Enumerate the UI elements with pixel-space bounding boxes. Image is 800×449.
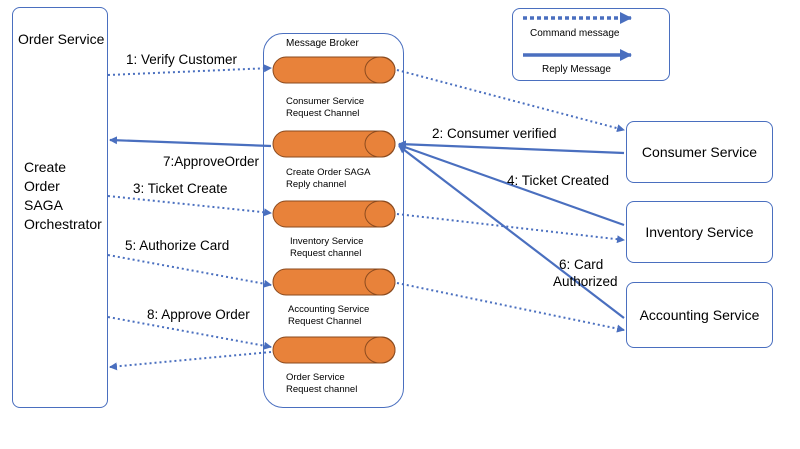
channel-inventory-request: [272, 200, 396, 228]
arrow-order-to-orchestrator: [109, 351, 272, 371]
orchestrator-line: Order: [24, 178, 60, 194]
arrow-ticket-create: [107, 195, 272, 217]
arrow-accounting-request: [396, 282, 625, 333]
arrow-ticket-created: [398, 143, 625, 227]
accounting-service-box: Accounting Service: [626, 282, 773, 348]
arrow-approve-order-reply: [109, 136, 272, 148]
order-service-box: [12, 7, 108, 408]
edge-label-consumer-verified: 2: Consumer verified: [432, 126, 557, 141]
channel-label-line: Reply channel: [286, 179, 347, 190]
accounting-service-label: Accounting Service: [639, 307, 760, 323]
legend-box: [512, 8, 670, 81]
arrow-inventory-request: [396, 213, 625, 244]
channel-label-line: Request channel: [290, 248, 362, 259]
channel-consumer-request: [272, 56, 396, 84]
arrow-card-authorized: [398, 145, 625, 319]
channel-label-line: Request channel: [286, 384, 358, 395]
edge-label-authorize-card: 5: Authorize Card: [125, 238, 230, 253]
channel-label: Accounting Service Request Channel: [288, 304, 369, 328]
channel-label-line: Request Channel: [288, 316, 362, 327]
edge-label-line: 6: Card: [559, 257, 604, 272]
arrow-consumer-verified: [398, 140, 625, 155]
arrow-verify-customer: [107, 64, 272, 76]
inventory-service-box: Inventory Service: [626, 201, 773, 263]
channel-accounting-request: [272, 268, 396, 296]
channel-label-line: Order Service: [286, 372, 345, 383]
order-service-title: Order Service: [18, 31, 105, 47]
channel-label: Consumer Service Request Channel: [286, 96, 364, 120]
channel-label: Order Service Request channel: [286, 372, 357, 396]
edge-label-card-authorized: 6: Card Authorized: [553, 256, 618, 290]
edge-label-approve-order-reply: 7:ApproveOrder: [163, 154, 260, 169]
channel-label-line: Accounting Service: [288, 304, 370, 315]
edge-label-verify-customer: 1: Verify Customer: [126, 52, 238, 67]
channel-label-line: Inventory Service: [290, 236, 364, 247]
message-broker-title: Message Broker: [286, 38, 359, 49]
consumer-service-box: Consumer Service: [626, 121, 773, 183]
legend-command-label: Command message: [530, 28, 620, 39]
inventory-service-label: Inventory Service: [645, 224, 754, 240]
arrow-consumer-request: [396, 69, 625, 133]
orchestrator-line: Create: [24, 159, 67, 175]
edge-label-line: Authorized: [553, 274, 618, 289]
legend-reply-label: Reply Message: [542, 64, 611, 75]
edge-label-ticket-created: 4: Ticket Created: [507, 173, 610, 188]
channel-label-line: Request Channel: [286, 108, 360, 119]
orchestrator-line: Orchestrator: [24, 216, 102, 232]
channel-label: Inventory Service Request channel: [290, 236, 363, 260]
channel-order-request: [272, 336, 396, 364]
channel-label-line: Create Order SAGA: [286, 167, 371, 178]
orchestrator-label: Create Order SAGA Orchestrator: [24, 158, 124, 234]
channel-label-line: Consumer Service: [286, 96, 365, 107]
consumer-service-label: Consumer Service: [641, 144, 758, 160]
arrow-authorize-card: [107, 254, 272, 288]
edge-label-ticket-create: 3: Ticket Create: [133, 181, 228, 196]
channel-saga-reply: [272, 130, 396, 158]
edge-label-approve-order: 8: Approve Order: [147, 307, 250, 322]
channel-label: Create Order SAGA Reply channel: [286, 167, 370, 191]
orchestrator-line: SAGA: [24, 197, 63, 213]
